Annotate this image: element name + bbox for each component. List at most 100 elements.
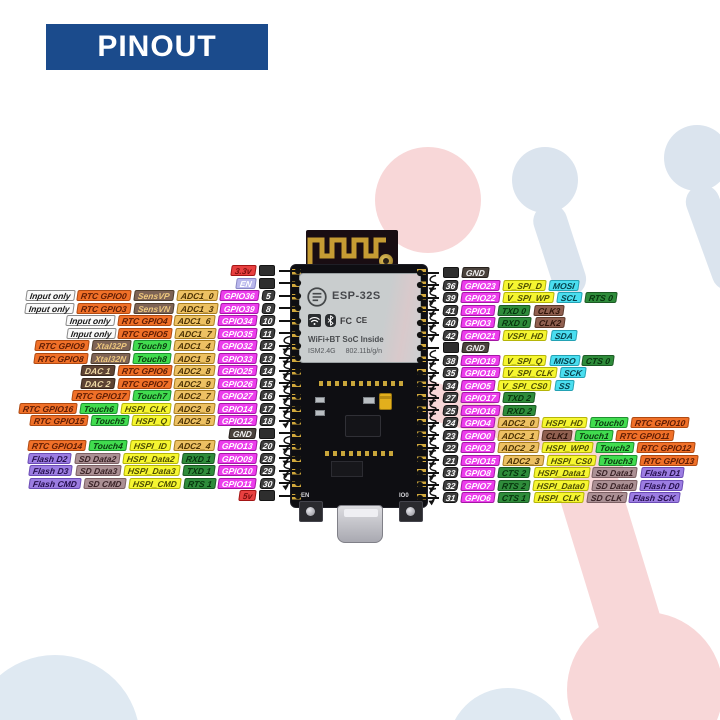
pin-label-gpio6: GPIO6 [460,492,497,503]
wire [279,472,302,491]
pin-label-txd-0: TXD 0 [497,304,532,316]
pin-label-gpio33: GPIO33 [217,352,258,364]
wire [416,374,439,393]
pin-number: 13 [258,352,276,364]
pin-label-v_spi_cs0: V_SPI_CS0 [497,379,553,391]
pin-label-clk2: CLK2 [533,317,566,328]
pin-label-rtc-gpio10: RTC GPIO10 [630,417,690,428]
resistor [315,397,325,403]
pin-number: 25 [442,404,460,416]
fcc-mark: FC [340,315,352,326]
page-title: PINOUT [97,30,217,63]
decor-blue-circle [448,688,568,720]
usb-uart-chip [345,415,381,437]
wire [416,269,439,276]
pin-label-xtal32p: Xtal32P [90,340,132,351]
wire [279,460,302,478]
pin-label-sd-data3: SD Data3 [74,465,122,476]
pin-label-hspi_cmd: HSPI_CMD [127,477,182,489]
ce-mark: CE [356,316,368,325]
wire [416,274,439,293]
wire [279,347,302,366]
pin-row: GND [416,267,490,278]
pin-label-rtc-gpio9: RTC GPIO9 [34,340,90,351]
pin-row: EN [235,277,302,289]
wire [279,410,302,428]
pin-label-adc2_9: ADC2_9 [173,377,216,389]
pin-label-gpio4: GPIO4 [460,417,497,428]
pin-number: 11 [259,327,276,339]
wire [279,492,302,499]
pin-label-touch2: Touch2 [595,442,635,453]
pin-label-adc2_2: ADC2_2 [497,442,540,453]
pin-label-rtc-gpio6: RTC GPIO6 [116,365,172,376]
wire [279,329,302,337]
pin-label-gpio25: GPIO25 [217,365,258,376]
pin-stub [259,427,275,439]
pin-label-sd-data2: SD Data2 [73,452,121,464]
en-button [299,501,323,522]
pin-label-sck: SCK [559,367,588,378]
wire [279,435,302,453]
pin-label-gnd: GND [461,267,490,278]
pin-label-gpio17: GPIO17 [460,392,501,403]
pin-label-gpio18: GPIO18 [460,367,501,378]
pin-label-touch6: Touch6 [79,402,119,414]
wire [416,387,439,405]
pin-label-gpio09: GPIO09 [217,452,258,464]
soc-text: WiFi+BT SoC Inside [308,335,384,344]
pin-label-rtc-gpio11: RTC GPIO11 [615,429,675,441]
pin-label-gpio22: GPIO22 [460,292,501,303]
certification-row: FC CE [308,314,367,327]
pin-label-hspi_cs0: HSPI_CS0 [546,454,597,466]
pin-label-rtc-gpio7: RTC GPIO7 [116,377,172,389]
pin-label-rtc-gpio5: RTC GPIO5 [117,327,173,339]
wire [416,474,439,493]
pin-label-gpio35: GPIO35 [217,327,258,339]
pin-label-v_spi_d: V_SPI_D [502,279,547,291]
radio-spec-text: ISM2.4G 802.11b/g/n [308,348,390,355]
pin-label-vspi_hd: VSPI_HD [502,329,549,341]
pin-number: 22 [442,442,460,453]
pin-label-gpio2: GPIO2 [460,442,497,453]
rf-shield: ESP-32S FC CE WiFi+BT SoC Inside [299,273,421,363]
decor-pink-pin-head [567,612,720,720]
tantalum-capacitor [379,393,392,410]
title-banner: PINOUT [46,24,268,70]
module-name: ESP-32S [332,290,381,302]
pin-label-flash-d2: Flash D2 [27,452,73,464]
wire [279,292,302,299]
pin-label-flash-cmd: Flash CMD [28,477,82,489]
pin-label-rts-2: RTS 2 [497,479,532,491]
pin-label-hspi_q: HSPI_Q [131,415,172,426]
espressif-logo-icon [307,287,327,307]
pin-label-hspi_clk: HSPI_CLK [120,402,172,414]
pin-label-ss: SS [554,379,575,391]
wifi-icon [308,314,321,327]
wire [279,335,302,353]
pin-row: GND [228,427,302,439]
pin-label-gpio39: GPIO39 [219,302,260,314]
pin-label-sd-data1: SD Data1 [591,467,639,478]
pin-label-clk3: CLK3 [532,304,565,316]
pin-label-input-only: Input only [65,315,116,326]
wire [416,412,439,430]
pin-label-adc2_8: ADC2_8 [173,365,216,376]
pin-label-gpio0: GPIO0 [460,429,497,441]
wire [416,437,439,455]
pin-label-hspi_id: HSPI_ID [129,440,172,451]
pin-label-gpio8: GPIO8 [460,467,497,478]
